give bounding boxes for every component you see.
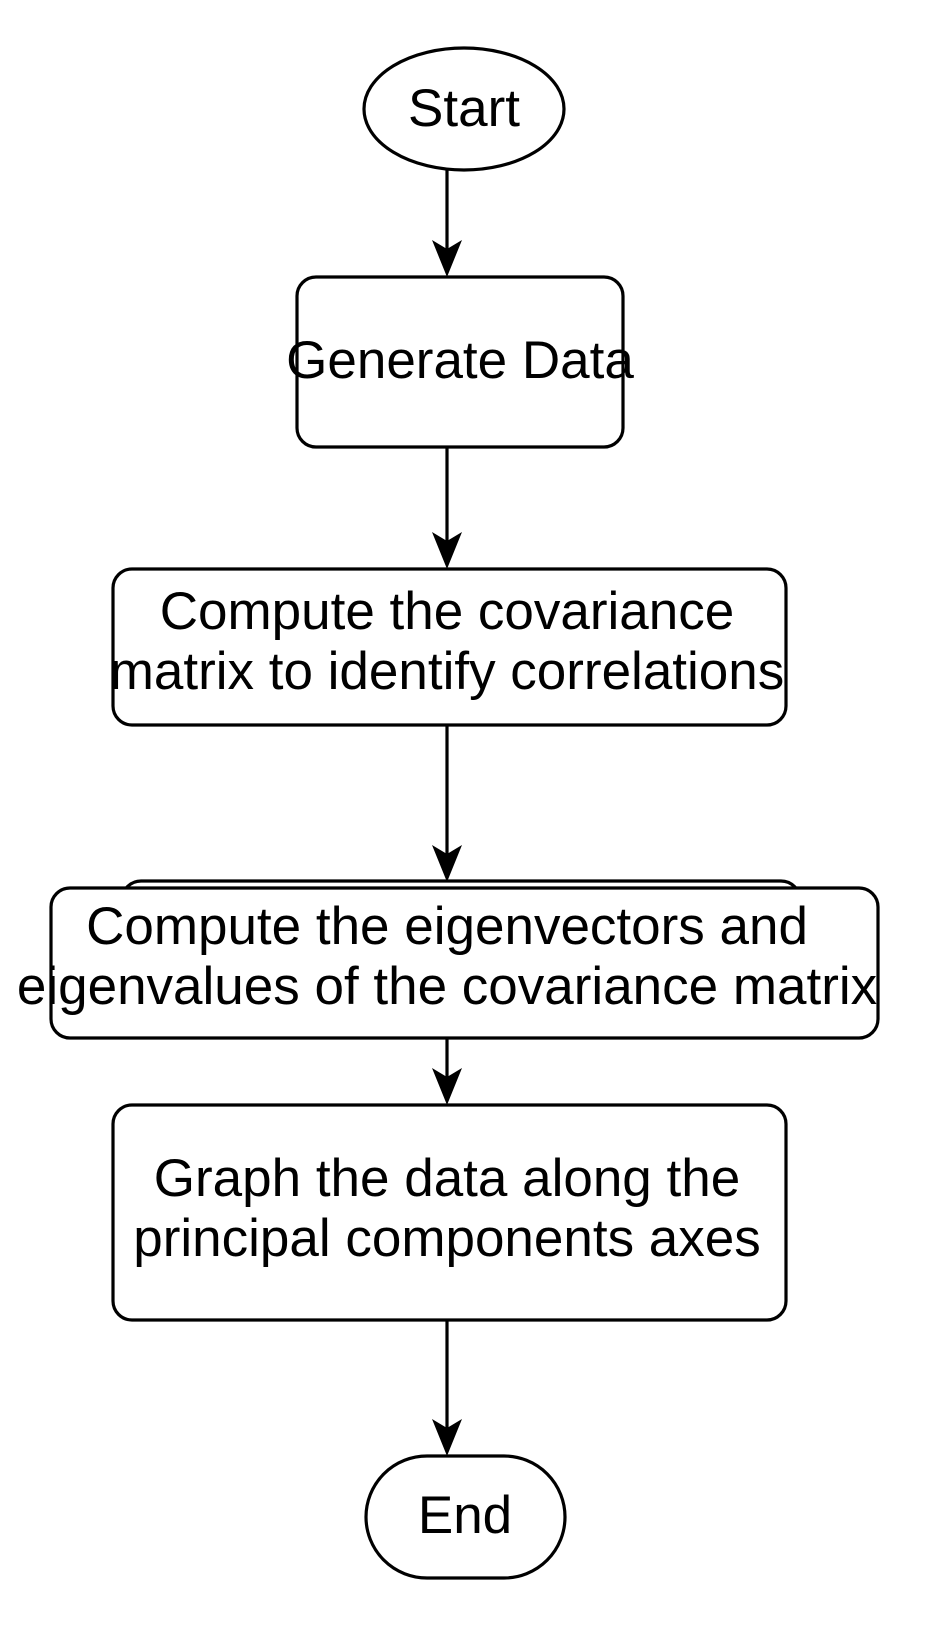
graph-data-box [111, 1103, 788, 1322]
end-label: End [418, 1486, 512, 1545]
generate-data-label: Generate Data [286, 331, 634, 390]
compute-covariance-label-line-1: Compute the covariance [160, 582, 735, 641]
compute-covariance-label-line-2: matrix to identify correlations [110, 642, 785, 701]
node-end[interactable]: End [364, 1454, 567, 1580]
start-ellipse [362, 46, 566, 172]
node-generate-data[interactable]: Generate Data [286, 275, 634, 449]
start-label: Start [408, 79, 520, 138]
compute-eigen-label-line-1: Compute the eigenvectors and [86, 897, 808, 956]
node-graph-data[interactable]: Graph the data along the principal compo… [111, 1103, 788, 1322]
edge-generate-cov [432, 447, 462, 569]
edge-graph-end [432, 1320, 462, 1456]
compute-eigen-box-outer [49, 886, 880, 1040]
node-compute-eigen[interactable]: Compute the eigenvectors and eigenvalues… [17, 879, 880, 1040]
graph-data-label-line-2: principal components axes [133, 1209, 761, 1268]
graph-data-label-line-1: Graph the data along the [154, 1149, 740, 1208]
node-compute-covariance[interactable]: Compute the covariance matrix to identif… [110, 567, 788, 727]
edge-cov-eigen [432, 725, 462, 882]
compute-eigen-label-line-2: eigenvalues of the covariance matrix [17, 957, 877, 1016]
edge-start-generate [432, 170, 462, 277]
node-start[interactable]: Start [362, 46, 566, 172]
edge-eigen-graph [432, 1038, 462, 1105]
compute-covariance-box [111, 567, 788, 727]
generate-data-box [295, 275, 625, 449]
end-stadium [364, 1454, 567, 1580]
